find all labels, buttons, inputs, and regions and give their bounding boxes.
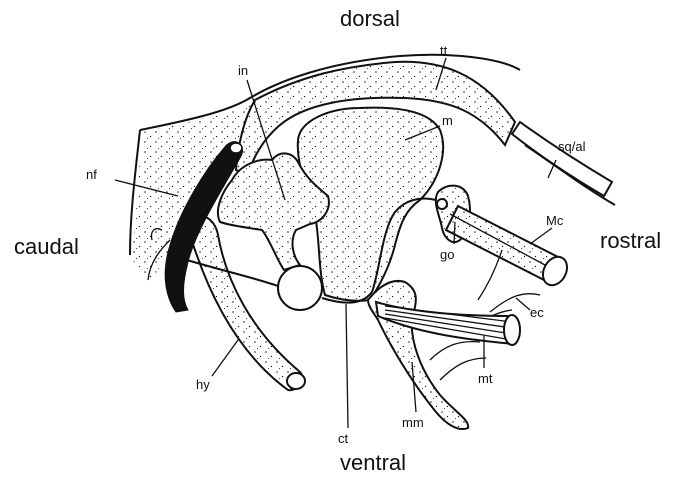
label-mc: Mc [546, 214, 563, 227]
label-rostral: rostral [600, 230, 661, 252]
leader-ct [346, 304, 348, 428]
label-caudal: caudal [14, 236, 79, 258]
label-in: in [238, 64, 248, 77]
label-ec: ec [530, 306, 544, 319]
goniale-node [437, 199, 447, 209]
label-tt: tt [440, 44, 447, 57]
muscle-tendon-end [504, 315, 520, 345]
label-ventral: ventral [340, 452, 406, 474]
hyoid-end [287, 373, 305, 389]
leader-hy [212, 340, 238, 376]
label-mm: mm [402, 416, 424, 429]
label-ct: ct [338, 432, 348, 445]
label-mt: mt [478, 372, 492, 385]
label-dorsal: dorsal [340, 8, 400, 30]
label-nf: nf [86, 168, 97, 181]
leader-ec [516, 298, 530, 310]
label-sq-al: sq/al [558, 140, 585, 153]
label-go: go [440, 248, 454, 261]
facial-nerve-cap [230, 143, 242, 153]
squamosal-alisphenoid [512, 122, 612, 196]
leader-mc [530, 228, 552, 244]
label-m: m [442, 114, 453, 127]
stapes [278, 266, 322, 310]
label-hy: hy [196, 378, 210, 391]
